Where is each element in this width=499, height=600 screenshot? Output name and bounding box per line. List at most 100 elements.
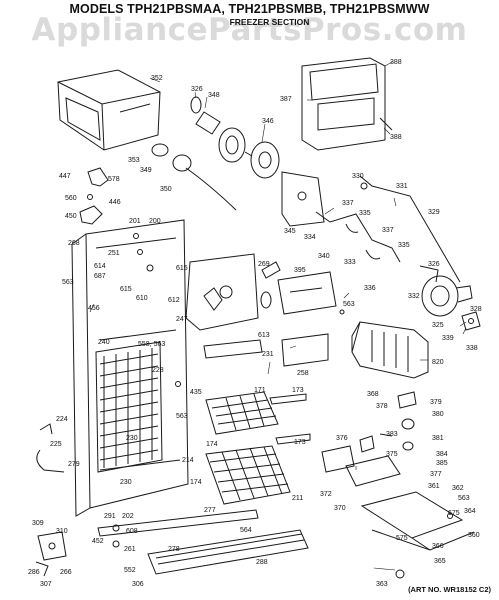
callout-563-bottom: 563 <box>458 495 470 502</box>
defrost-heater-part <box>36 423 65 473</box>
callout-388-top: 388 <box>390 59 402 66</box>
callout-286: 286 <box>28 569 40 576</box>
callout-820: 820 <box>432 359 444 366</box>
callout-224: 224 <box>56 416 68 423</box>
callout-329: 329 <box>428 209 440 216</box>
callout-452: 452 <box>92 538 104 545</box>
callout-352: 352 <box>151 75 163 82</box>
callout-377: 377 <box>430 471 442 478</box>
callout-564: 564 <box>240 527 252 534</box>
callout-560: 560 <box>65 195 77 202</box>
freezer-basket-part <box>205 445 291 505</box>
callout-395: 395 <box>294 267 306 274</box>
callout-372: 372 <box>320 491 332 498</box>
callout-225: 225 <box>50 441 62 448</box>
callout-381: 381 <box>432 435 444 442</box>
callout-288: 288 <box>256 559 268 566</box>
callout-338: 338 <box>466 345 478 352</box>
models-title: MODELS TPH21PBSMAA, TPH21PBSMBB, TPH21PB… <box>69 2 430 16</box>
callout-383: 383 <box>386 431 398 438</box>
water-valve-part <box>321 445 475 551</box>
icemaker-part <box>351 321 429 379</box>
callout-325: 325 <box>432 322 444 329</box>
fan-bracket-part <box>461 311 481 331</box>
callout-266: 266 <box>60 569 72 576</box>
callout-174-lower: 174 <box>190 479 202 486</box>
callout-345: 345 <box>284 228 296 235</box>
callout-612: 612 <box>168 297 180 304</box>
callout-348: 348 <box>208 92 220 99</box>
callout-339: 339 <box>442 335 454 342</box>
callout-340: 340 <box>318 253 330 260</box>
callout-375: 375 <box>386 451 398 458</box>
dispenser-door-part <box>301 57 393 151</box>
auger-assembly-part <box>190 96 280 179</box>
callout-231: 231 <box>262 351 274 358</box>
callout-211: 211 <box>292 495 303 502</box>
callout-174-upper: 174 <box>206 441 218 448</box>
callout-261: 261 <box>124 546 136 553</box>
callout-228: 228 <box>152 367 164 374</box>
fan-shroud-part <box>185 253 263 359</box>
callout-335-top: 335 <box>359 210 371 217</box>
callout-456: 456 <box>88 305 100 312</box>
ice-bucket-part <box>57 69 161 151</box>
callout-613: 613 <box>258 332 270 339</box>
callout-331: 331 <box>396 183 408 190</box>
freezer-liner-part <box>71 219 189 517</box>
callout-214: 214 <box>182 457 194 464</box>
section-title: FREEZER SECTION <box>229 17 310 27</box>
callout-610: 610 <box>136 295 148 302</box>
callout-608: 608 <box>126 528 138 535</box>
callout-349: 349 <box>140 167 152 174</box>
callout-337-mid: 337 <box>382 227 394 234</box>
callout-615-left: 615 <box>120 286 132 293</box>
hinge-bracket-part <box>79 167 109 225</box>
callout-173-lower: 173 <box>294 439 306 446</box>
callout-447: 447 <box>59 173 71 180</box>
callout-361: 361 <box>428 483 440 490</box>
callout-200: 200 <box>149 218 161 225</box>
light-bulb-part <box>260 261 281 309</box>
callout-378: 378 <box>376 403 388 410</box>
callout-336: 336 <box>364 285 376 292</box>
callout-202: 202 <box>122 513 134 520</box>
callout-687: 687 <box>94 273 106 280</box>
callout-306: 306 <box>132 581 144 588</box>
callout-450: 450 <box>65 213 77 220</box>
callout-563-right: 563 <box>176 413 188 420</box>
callout-350: 350 <box>160 186 172 193</box>
leader-lines <box>89 61 467 571</box>
callout-384: 384 <box>436 451 448 458</box>
callout-575: 575 <box>396 535 408 542</box>
callout-173-top: 173 <box>292 387 304 394</box>
callout-277: 277 <box>204 507 216 514</box>
callout-563-left: 563 <box>62 279 74 286</box>
callout-446: 446 <box>109 199 121 206</box>
callout-346: 346 <box>262 118 274 125</box>
fastener-parts <box>112 233 453 579</box>
callout-360: 360 <box>468 532 480 539</box>
callout-279: 279 <box>68 461 80 468</box>
callout-675: 675 <box>448 510 460 517</box>
callout-330: 330 <box>352 173 364 180</box>
art-number: (ART NO. WR18152 C2) <box>408 585 491 594</box>
callout-326: 326 <box>191 86 203 93</box>
callout-353: 353 <box>128 157 140 164</box>
callout-230-lower: 230 <box>120 479 132 486</box>
callout-251: 251 <box>108 250 120 257</box>
callout-307: 307 <box>40 581 52 588</box>
callout-552: 552 <box>124 567 136 574</box>
callout-362: 362 <box>452 485 464 492</box>
callout-365: 365 <box>434 558 446 565</box>
callout-268: 268 <box>68 240 80 247</box>
callout-230-upper: 230 <box>126 435 138 442</box>
evaporator-coil-part <box>95 341 163 473</box>
callout-380: 380 <box>432 411 444 418</box>
callout-326-right: 326 <box>428 261 440 268</box>
callout-269: 269 <box>258 261 270 268</box>
callout-388-bottom: 388 <box>390 134 402 141</box>
callout-240: 240 <box>98 339 110 346</box>
callout-376: 376 <box>336 435 348 442</box>
